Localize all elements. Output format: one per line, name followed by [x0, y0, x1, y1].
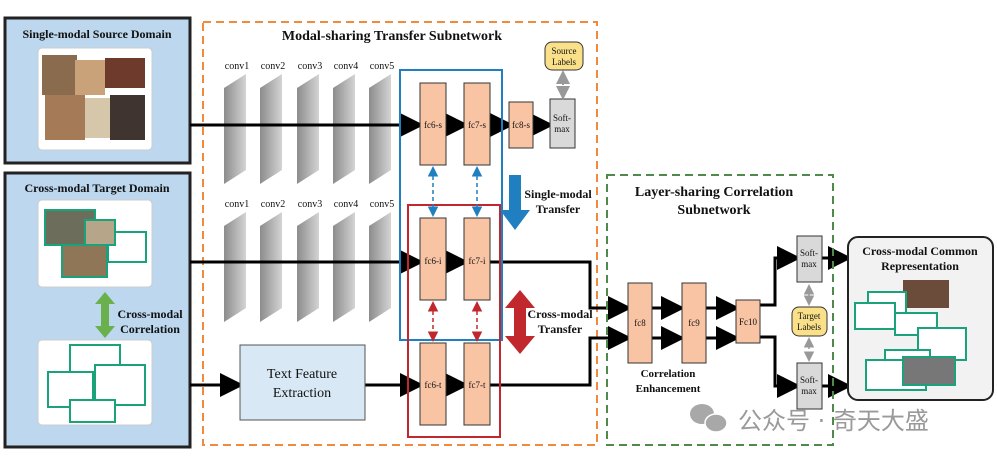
target-texts [47, 344, 146, 423]
conv-label: conv3 [298, 199, 322, 210]
fc7-s-label: fc7-s [468, 120, 486, 130]
softmax-label: max [554, 124, 570, 134]
target-domain-title: Cross-modal Target Domain [24, 181, 169, 195]
correlation-enhancement-label: Correlation [641, 368, 696, 380]
source-labels-text: Labels [552, 57, 576, 67]
softmax-label: Soft- [553, 113, 571, 123]
single-transfer-label: Single-modal [524, 187, 592, 201]
conv-label: conv2 [261, 61, 285, 72]
correlation-label-2: Correlation [120, 322, 180, 336]
fc-shared: fc8 fc9 Fc10 [627, 282, 761, 364]
modal-sharing-box [202, 21, 598, 446]
cross-modal-transfer-arrow-icon [505, 290, 535, 354]
conv-label: conv2 [261, 199, 285, 210]
layer-sharing-title: Layer-sharing Correlation [635, 185, 793, 200]
source-images [42, 55, 145, 140]
correlation-label-1: Cross-modal [117, 307, 183, 321]
cross-transfer-label: Cross-modal [527, 307, 593, 321]
fc7-i-label: fc7-i [469, 256, 486, 266]
watermark: 公众号 · 奇天大盛 [690, 404, 929, 435]
target-labels-text: Target [798, 311, 821, 321]
wechat-icon [690, 404, 728, 433]
softmax-label: Soft- [800, 248, 818, 258]
source-domain-title: Single-modal Source Domain [22, 27, 171, 41]
conv-row-source: conv1 conv2 conv3 conv4 conv5 [224, 61, 394, 184]
softmax-label: max [801, 259, 817, 269]
fc6-t-label: fc6-t [425, 380, 442, 390]
target-softmax-top: Soft- max [796, 235, 823, 283]
correlation-double-arrow-icon [95, 292, 115, 338]
target-labels-text: Labels [797, 322, 821, 332]
conv-label: conv4 [334, 199, 358, 210]
common-repr-title: Cross-modal Common [862, 244, 978, 258]
conv-layer [260, 74, 282, 184]
conv-layer [297, 74, 319, 184]
conv-label: conv4 [334, 61, 358, 72]
fc-source: fc6-s fc7-s fc8-s Soft- max Source Label… [419, 41, 584, 166]
single-modal-transfer-box [399, 69, 503, 341]
source-softmax [549, 98, 576, 149]
correlation-enhancement-label: Enhancement [636, 383, 701, 395]
fc-text: fc6-t fc7-t [419, 342, 491, 426]
conv-layer [333, 74, 355, 184]
fc7-t-label: fc7-t [469, 380, 486, 390]
conv-layer [260, 212, 282, 322]
watermark-text: 公众号 · 奇天大盛 [738, 407, 929, 435]
fc6-i-label: fc6-i [425, 256, 442, 266]
target-labels [791, 306, 828, 337]
transfer-dashed-arrows [427, 166, 483, 342]
fc6-s-label: fc6-s [424, 120, 442, 130]
fc8-s-label: fc8-s [512, 120, 530, 130]
conv-label: conv1 [225, 199, 249, 210]
conv-layer [224, 74, 246, 184]
source-labels-text: Source [552, 46, 577, 56]
common-representation-panel: Cross-modal Common Representation [847, 236, 994, 401]
single-modal-transfer-arrow-icon [500, 175, 530, 230]
fc8-label: fc8 [634, 318, 646, 328]
cross-transfer-label: Transfer [538, 322, 583, 336]
source-domain-panel: Single-modal Source Domain [3, 16, 192, 165]
target-softmax-bottom: Soft- max [796, 362, 823, 410]
target-images [44, 209, 147, 278]
softmax-label: max [801, 386, 817, 396]
text-feature-label: Extraction [273, 386, 331, 401]
cross-modal-transfer-box [407, 204, 501, 438]
text-feature-label: Text Feature [267, 367, 337, 382]
modal-sharing-title: Modal-sharing Transfer Subnetwork [282, 29, 502, 44]
fc10-label: Fc10 [739, 317, 758, 327]
common-repr-title: Representation [881, 259, 959, 273]
conv-layer [369, 212, 391, 322]
layer-sharing-title: Subnetwork [677, 203, 750, 218]
single-transfer-label: Transfer [536, 202, 581, 216]
conv-layer [369, 74, 391, 184]
conv-label: conv3 [298, 61, 322, 72]
conv-layer [333, 212, 355, 322]
fc9-label: fc9 [688, 318, 700, 328]
text-feature-extraction-box [239, 344, 366, 421]
conv-layer [297, 212, 319, 322]
fc-image: fc6-i fc7-i [419, 217, 491, 301]
conv-label: conv1 [225, 61, 249, 72]
conv-row-image: conv1 conv2 conv3 conv4 conv5 [224, 199, 394, 322]
target-domain-panel: Cross-modal Target Domain Cross-modal Co… [3, 171, 192, 449]
conv-label: conv5 [370, 199, 394, 210]
conv-layer [224, 212, 246, 322]
softmax-label: Soft- [800, 375, 818, 385]
conv-label: conv5 [370, 61, 394, 72]
